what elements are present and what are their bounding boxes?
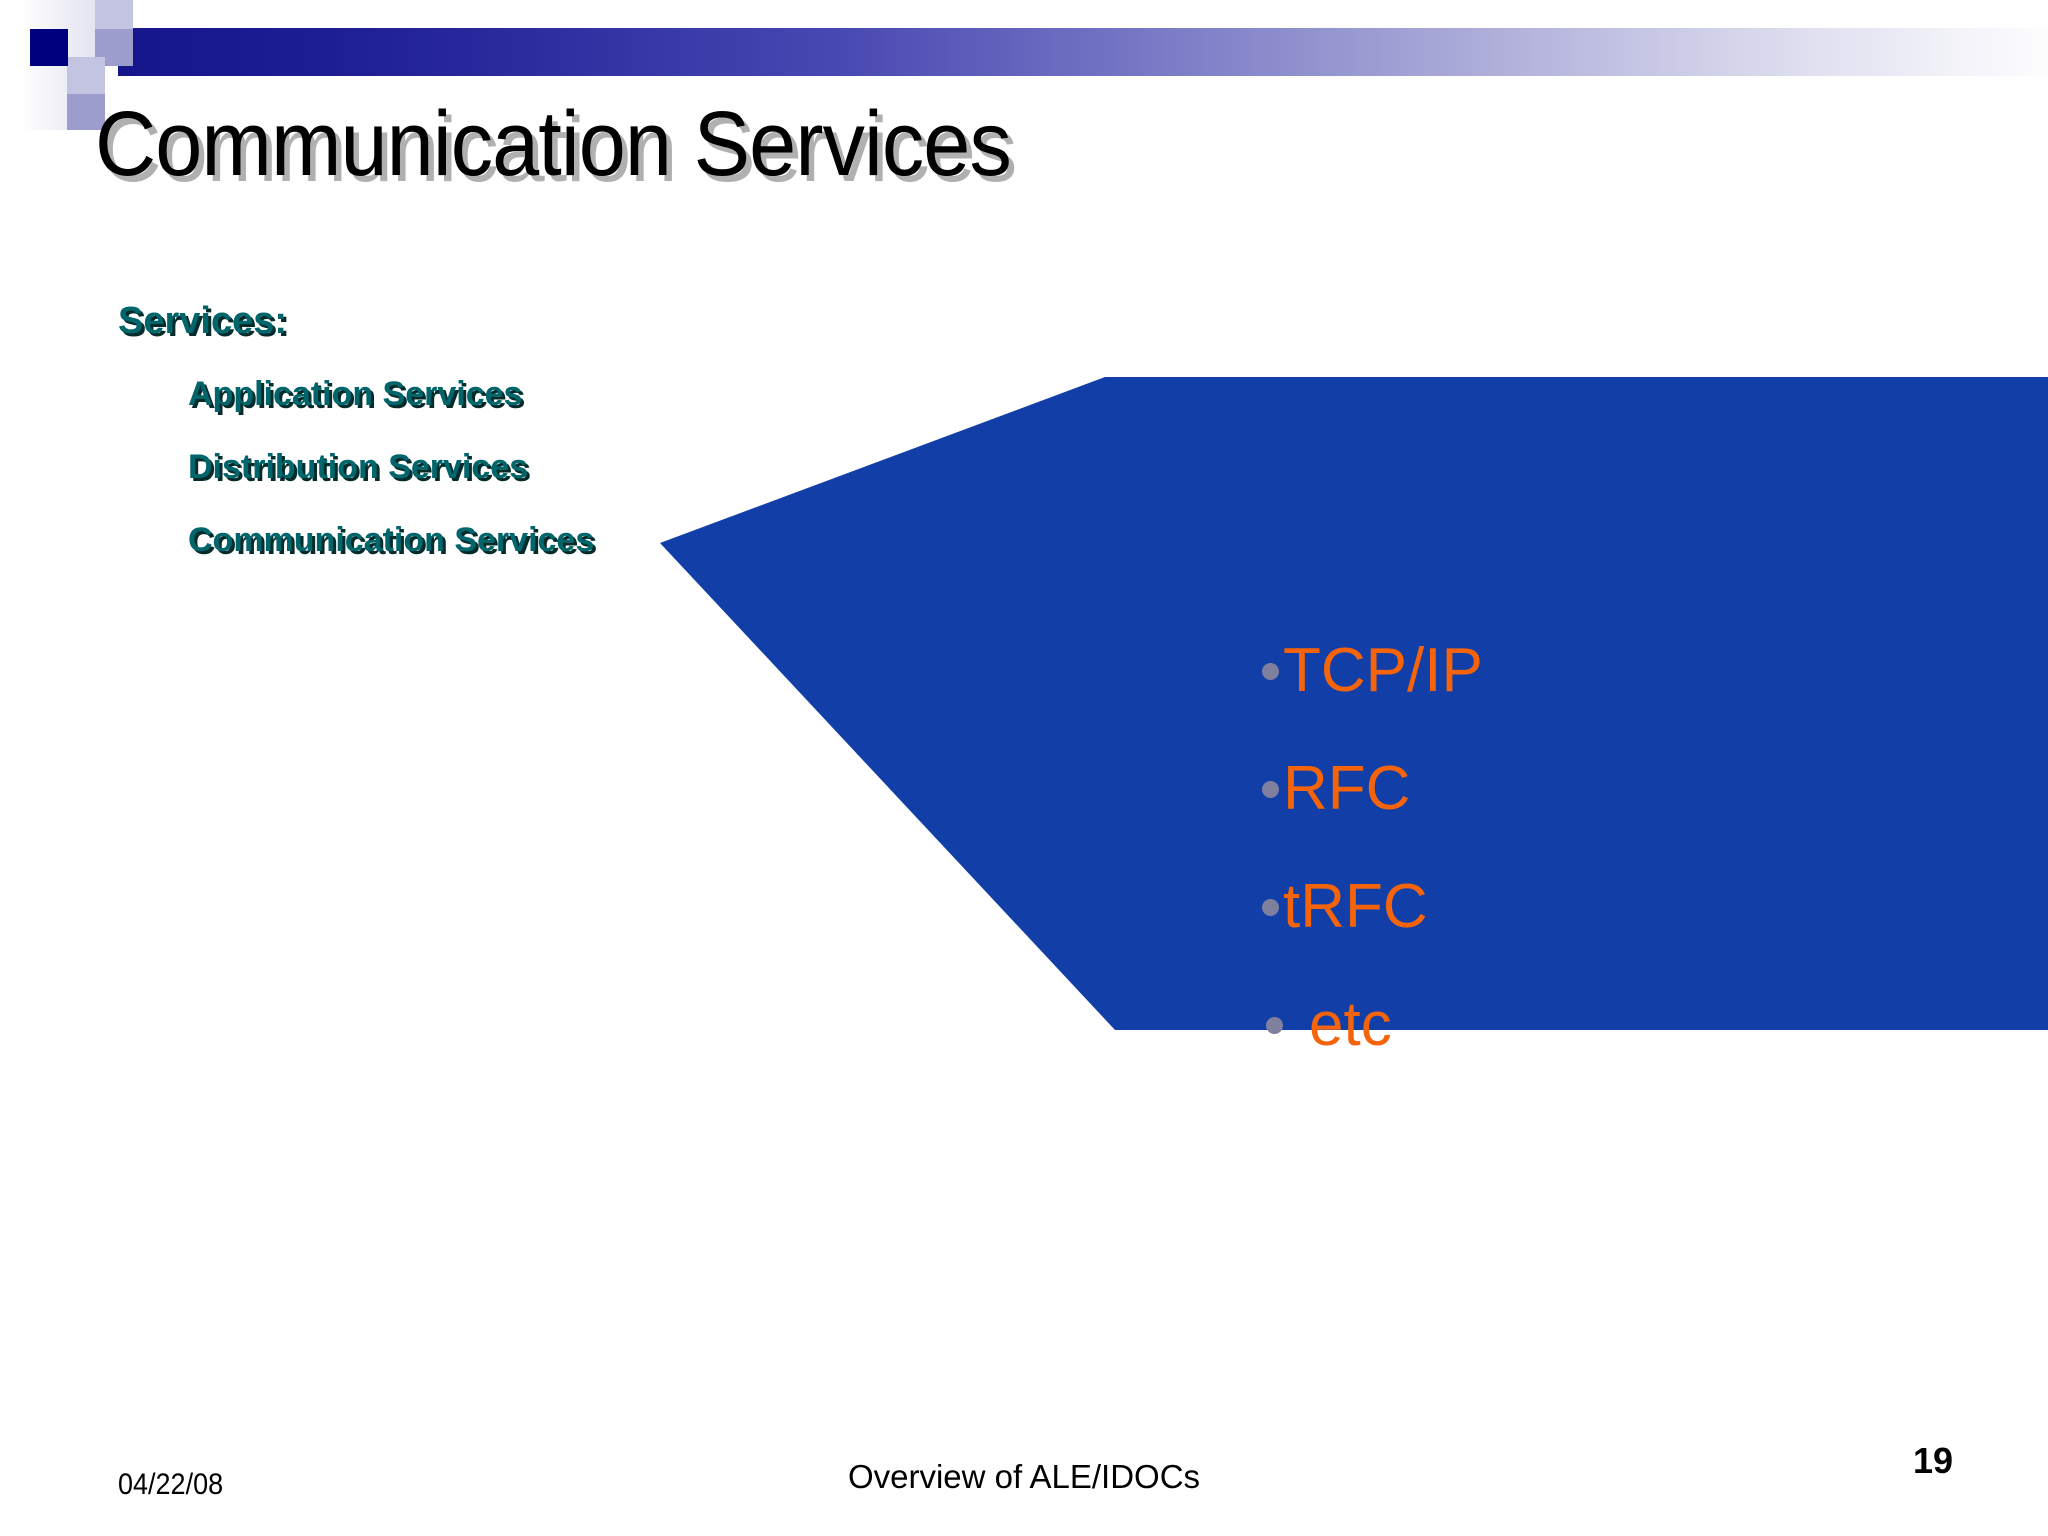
callout-label-etc: etc (1309, 990, 1392, 1059)
footer-subtitle: Overview of ALE/IDOCs (847, 1458, 1201, 1495)
callout-item-trfc: tRFC (1262, 876, 1862, 938)
header-square-lavender-b (67, 57, 105, 94)
footer-date: 04/22/08 (118, 1468, 224, 1501)
callout-label-tcpip: TCP/IP (1283, 636, 1483, 705)
callout-item-tcpip: TCP/IP (1262, 640, 1862, 702)
services-heading: Services: (118, 300, 288, 342)
footer-page-number: 19 (1912, 1440, 1953, 1481)
callout-pentagon-shape (660, 370, 2048, 1030)
callout-item-etc: etc (1262, 994, 1862, 1056)
header-square-navy (30, 29, 68, 66)
services-list: Services: Application Services Distribut… (118, 300, 594, 594)
bullet-dot-icon (1262, 662, 1279, 680)
service-item-communication: Communication Services (188, 521, 595, 559)
callout-label-rfc: RFC (1283, 754, 1411, 823)
service-item-application: Application Services (188, 375, 523, 413)
bullet-dot-icon (1262, 898, 1279, 916)
header-gradient-bar (118, 28, 2048, 76)
callout-label-trfc: tRFC (1283, 872, 1428, 941)
page-title: Communication Services (95, 93, 1012, 195)
callout-bullet-list: TCP/IP RFC tRFC etc (1262, 640, 1862, 1112)
callout-item-rfc: RFC (1262, 758, 1862, 820)
pentagon-polygon (660, 377, 2048, 1030)
bullet-dot-icon (1262, 780, 1279, 798)
bullet-dot-icon (1266, 1016, 1283, 1034)
header-square-lavender-d (67, 94, 105, 130)
pentagon-svg (660, 377, 2048, 1030)
service-item-distribution: Distribution Services (188, 448, 529, 486)
